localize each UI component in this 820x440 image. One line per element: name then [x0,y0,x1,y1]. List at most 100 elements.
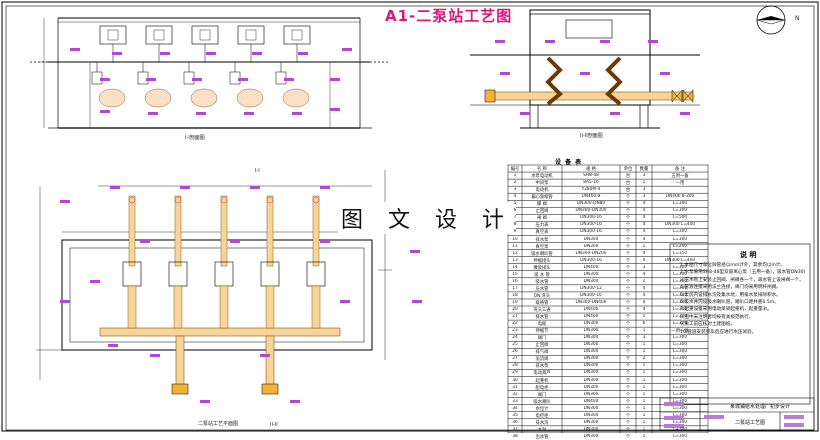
table-cell: 5 [513,201,517,207]
dimension-tag [146,78,156,81]
table-cell: L=300 [672,307,688,312]
table-cell: 起重机 [535,378,549,384]
dimension-tag [206,52,216,55]
table-cell: 1 [642,342,646,348]
table-cell: 1 [642,419,646,425]
note-line: 6.吸水井内设吸水喇叭管，喇叭口距井底0.5m。 [680,300,779,306]
equipment-table-title: 设 备 表 [555,159,583,166]
table-cell: L=350 [672,250,688,256]
table-cell: 1 [642,384,646,390]
table-cell: DN300 [583,412,599,418]
dimension-tag [330,78,340,81]
table-cell: Y280M-4 [581,187,601,193]
table-cell: DN300 [583,243,599,249]
table-cell: SH8-48 [583,173,599,179]
dimension-tag [410,250,420,253]
note-line: 1.本图尺寸单位除管径以mm计外，其余均以m计。 [680,263,786,268]
dimension-tag [545,40,555,43]
table-cell: 8 [513,222,517,228]
table-cell: 偏心渐缩管 [531,195,553,201]
watermark-text: 图 文 设 计 [338,202,516,234]
dimension-tag [320,186,330,189]
note-line: 8.图中未注明者均按有关规范执行。 [680,314,754,320]
table-cell: 个 [625,300,631,306]
note-line: 4.管道连接采用法兰连接，阀门均采用明杆闸阀。 [680,285,781,291]
table-cell: 26 [512,349,518,355]
table-cell: L=300 [672,201,688,207]
table-cell: L=300 [672,292,688,298]
table-cell: 个 [625,272,631,278]
sheet-border [1,1,819,432]
table-header-cell: 单位 [623,167,633,172]
table-cell: 水位计 [535,406,549,412]
table-cell: 吸 水 管 [534,272,550,278]
table-cell: 1 [642,314,646,320]
table-header-cell: 数量 [639,167,649,172]
table-cell: DN300-DN80 [576,201,606,207]
table-cell: 个 [625,399,631,405]
section-mark-bottom: II-II [270,422,278,428]
table-cell: 18 [512,292,518,298]
table-cell: 4 [513,194,517,200]
dimension-tag [298,52,308,55]
table-cell: 6 [513,208,517,214]
notes-title: 说 明 [740,251,757,259]
table-cell: 4 [642,229,646,235]
table-cell: 4 [642,285,646,291]
table-cell: 17 [512,285,518,291]
table-cell: 个 [625,237,631,243]
table-cell: 一用 [675,181,685,187]
dimension-tag [342,48,352,51]
dimension-tag [520,112,530,115]
table-cell: 个 [625,279,631,285]
table-cell: 3 [513,187,517,193]
table-cell: DN400 [583,314,599,320]
table-cell: 34 [512,405,518,411]
table-cell: 阀门 [537,392,547,398]
table-cell: 台 [625,181,631,187]
dimension-tag [112,52,122,55]
table-cell: 1 [642,370,646,376]
dimension-tag [320,240,330,243]
table-cell: 4 [642,307,646,312]
table-cell: 真空表 [535,230,549,236]
table-cell: 中间泵 [535,181,549,187]
table-cell: 个 [625,378,631,384]
table-cell: 4 [642,271,646,277]
table-cell: 8A5-16 [583,180,599,186]
table-cell: 电控柜 [535,413,549,419]
note-line: 2.水泵采用SH8-48型双吸离心泵（五用一备），吸水管DN300。 [680,270,805,276]
dimension-tag [150,354,160,357]
dimension-tag [100,78,110,81]
table-cell: 30 [512,377,518,383]
table-cell: 4 [642,222,646,228]
table-cell: 个 [625,427,631,433]
table-cell: 个 [625,392,631,398]
table-cell: 14 [512,264,518,270]
table-cell: DN300 [583,384,599,390]
table-cell: 止回阀 [535,343,549,349]
dimension-tag [495,40,505,43]
table-cell: 3 [642,194,646,200]
table-cell: L=300 [672,419,688,425]
table-cell: 3 [642,264,646,270]
table-cell: L=300 [672,285,688,291]
table-cell: DN300 L=400 [664,257,696,263]
table-cell: 11 [512,243,518,249]
dimension-tag [500,72,510,75]
dimension-tag [660,72,670,75]
table-cell: 16 [512,278,518,284]
table-cell: L=300 [672,321,688,327]
suction-pipe [312,195,320,267]
dimension-tag [230,240,240,243]
dimension-tag [292,112,302,115]
table-cell: 阀门 [537,336,547,342]
table-cell: 个 [625,244,631,250]
dimension-tag [284,78,294,81]
table-cell: 个 [625,315,631,321]
table-cell: DN300 L=400 [664,222,696,228]
table-cell: DN300-DN300 [575,208,607,214]
motor-bay [237,25,265,45]
table-header-cell: 编号 [510,167,520,172]
